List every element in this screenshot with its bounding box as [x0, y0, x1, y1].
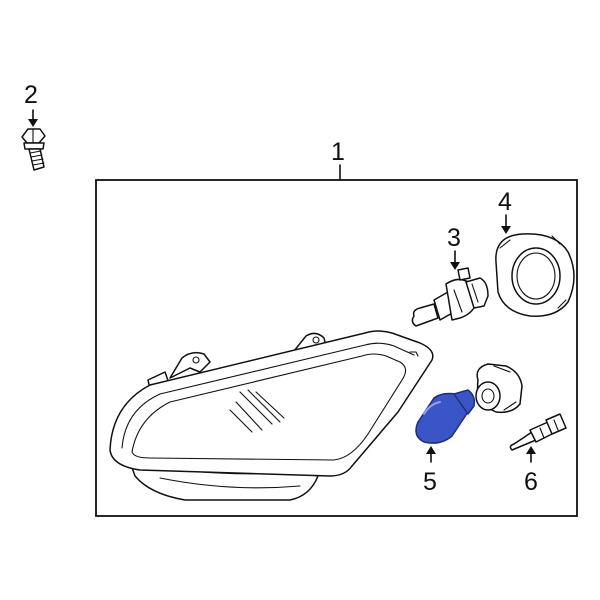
- callout-number-1: 1: [331, 138, 345, 166]
- bolt-part[interactable]: [21, 128, 46, 171]
- assembly-frame: [95, 179, 578, 517]
- callout-4[interactable]: 4: [498, 188, 512, 234]
- headlamp-bulb-part[interactable]: [411, 267, 489, 327]
- turn-signal-socket-part[interactable]: [475, 363, 523, 414]
- bulb-cover-part[interactable]: [495, 233, 575, 317]
- callout-6[interactable]: 6: [524, 446, 538, 496]
- turn-signal-bulb-part[interactable]: [415, 389, 476, 444]
- callout-number-6: 6: [524, 468, 538, 496]
- callout-number-3: 3: [447, 224, 461, 252]
- headlamp-housing[interactable]: [109, 330, 434, 501]
- callout-number-2: 2: [24, 81, 38, 109]
- callout-1[interactable]: 1: [331, 138, 345, 181]
- callout-2[interactable]: 2: [24, 81, 38, 127]
- callout-number-5: 5: [423, 468, 437, 496]
- callout-3[interactable]: 3: [447, 224, 461, 270]
- callout-5[interactable]: 5: [423, 446, 437, 496]
- side-marker-bulb-part[interactable]: [509, 413, 567, 451]
- callout-number-4: 4: [498, 188, 512, 216]
